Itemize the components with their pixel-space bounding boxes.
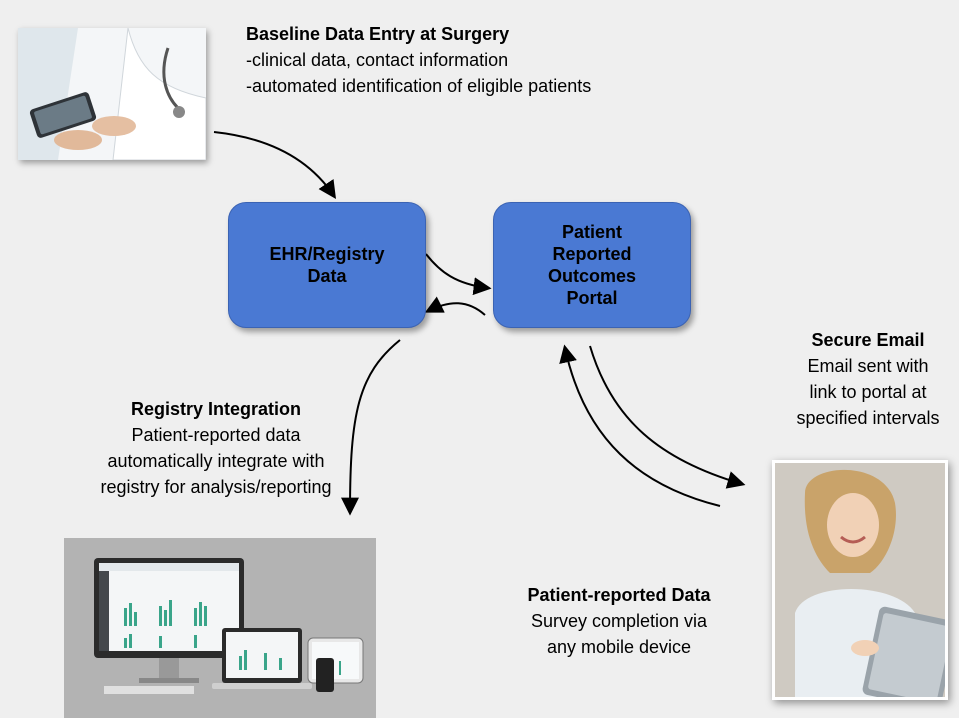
ehr-registry-label: EHR/Registry Data — [269, 243, 384, 287]
baseline-line: -clinical data, contact information — [246, 50, 509, 70]
doctor-illustration — [18, 28, 206, 160]
registry-line: automatically integrate with — [107, 451, 325, 471]
woman-illustration — [775, 463, 945, 697]
ehr-line: EHR/Registry — [269, 244, 385, 264]
patient-heading: Patient-reported Data — [527, 585, 711, 605]
woman-with-tablet-photo — [772, 460, 948, 700]
baseline-line: -automated identification of eligible pa… — [246, 76, 592, 96]
doctor-with-tablet-photo — [18, 28, 206, 160]
baseline-heading: Baseline Data Entry at Surgery — [246, 24, 510, 44]
portal-line: Reported — [552, 244, 632, 264]
devices-illustration — [64, 538, 376, 718]
ehr-line: Data — [307, 266, 347, 286]
patient-portal-label: Patient Reported Outcomes Portal — [548, 221, 636, 309]
patient-text-block: Patient-reported Data Survey completion … — [504, 582, 734, 660]
portal-line: Patient — [561, 222, 622, 242]
registry-heading: Registry Integration — [130, 399, 302, 419]
registry-line: Patient-reported data — [131, 425, 301, 445]
ehr-registry-box: EHR/Registry Data — [228, 202, 426, 328]
arrow-doctor-to-ehr — [213, 131, 336, 199]
email-line: specified intervals — [796, 408, 940, 428]
arrow-ehr-to-registry — [341, 339, 401, 516]
email-heading: Secure Email — [811, 330, 925, 350]
registry-dashboard-devices-photo — [64, 538, 376, 718]
registry-text-block: Registry Integration Patient-reported da… — [80, 396, 352, 500]
patient-line: any mobile device — [546, 637, 692, 657]
arrow-portal-to-ehr — [424, 296, 486, 316]
registry-line: registry for analysis/reporting — [100, 477, 332, 497]
baseline-text-block: Baseline Data Entry at Surgery -clinical… — [246, 21, 716, 99]
arrow-patient-to-portal — [559, 344, 721, 507]
portal-line: Outcomes — [547, 266, 637, 286]
portal-line: Portal — [566, 288, 618, 308]
email-line: Email sent with — [807, 356, 929, 376]
email-text-block: Secure Email Email sent with link to por… — [768, 327, 959, 431]
email-line: link to portal at — [809, 382, 927, 402]
patient-portal-box: Patient Reported Outcomes Portal — [493, 202, 691, 328]
patient-line: Survey completion via — [530, 611, 708, 631]
arrow-ehr-to-portal — [425, 253, 492, 296]
arrow-portal-to-email — [589, 345, 746, 489]
